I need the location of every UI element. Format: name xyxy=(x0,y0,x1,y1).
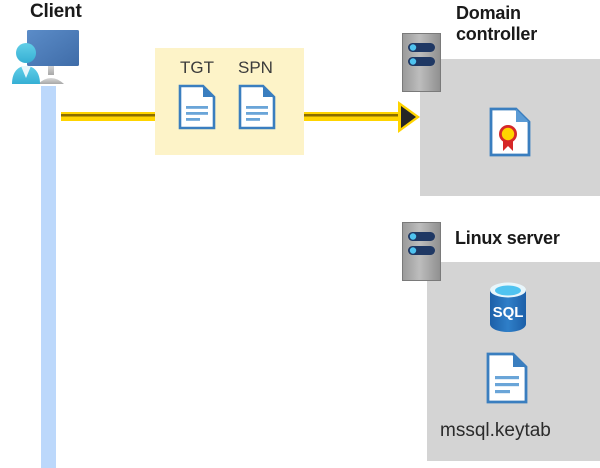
tgt-label: TGT xyxy=(180,58,214,77)
svg-text:SQL: SQL xyxy=(493,304,524,321)
user-workstation-icon xyxy=(8,28,94,90)
domain-controller-title: Domain controller xyxy=(456,3,538,44)
server-rack-icon xyxy=(402,33,441,92)
arrow-head-fill-icon xyxy=(401,106,416,128)
tgt-document-icon xyxy=(178,84,216,130)
spn-label: SPN xyxy=(238,58,273,77)
client-lifeline xyxy=(41,86,56,468)
spn-document-icon xyxy=(238,84,276,130)
server-rack-icon xyxy=(402,222,441,281)
linux-server-title: Linux server xyxy=(455,228,560,248)
certificate-document-icon xyxy=(489,107,531,157)
keytab-document-icon xyxy=(486,352,528,404)
client-title: Client xyxy=(30,1,82,22)
flow-line-left xyxy=(61,112,155,121)
sql-database-icon: SQL xyxy=(486,281,530,333)
keytab-file-label: mssql.keytab xyxy=(440,420,551,441)
flow-line-right xyxy=(304,112,401,121)
